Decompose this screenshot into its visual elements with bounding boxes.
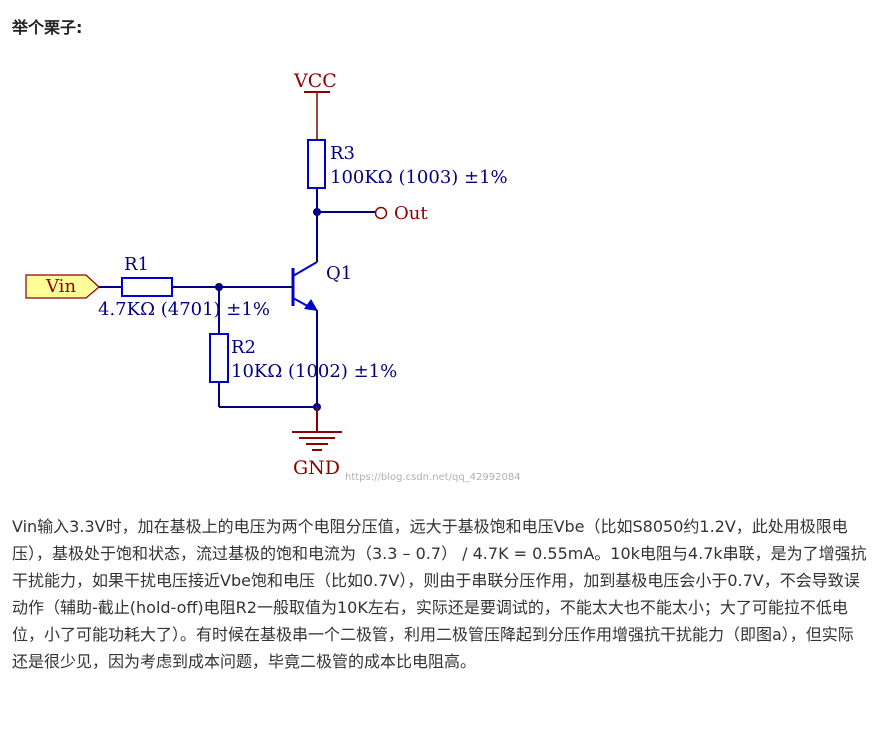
vin-label: Vin [45,276,76,297]
q1-label: Q1 [326,263,352,284]
collector-wires [316,188,375,262]
out-label: Out [394,203,428,224]
r1-resistor [121,277,173,297]
r3-name: R3 [330,143,355,164]
emitter-arrow-icon [304,299,318,311]
r2-wires [218,287,317,408]
r3-value: 100KΩ (1003) ±1% [330,167,508,188]
gnd-label: GND [293,457,340,479]
circuit-schematic: VCC R3 100KΩ (1003) ±1% Out Q1 Vin R1 4.… [25,70,521,483]
vin-port [25,274,100,299]
r1-value: 4.7KΩ (4701) ±1% [98,299,270,320]
r2-resistor [209,333,229,383]
r2-value: 10KΩ (1002) ±1% [231,361,397,382]
vcc-label: VCC [293,70,337,92]
q1-transistor [291,261,318,310]
explanation-paragraph: Vin输入3.3V时，加在基极上的电压为两个电阻分压值，远大于基极饱和电压Vbe… [12,517,867,671]
out-terminal [374,206,388,220]
r3-resistor [307,139,326,189]
vcc-symbol [304,91,330,140]
section-heading: 举个栗子: [12,18,83,37]
ground-icon [292,407,342,451]
r1-name: R1 [124,254,149,275]
r2-name: R2 [231,337,256,358]
out-node-dot [313,208,321,216]
watermark: https://blog.csdn.net/qq_42992084 [345,472,521,483]
